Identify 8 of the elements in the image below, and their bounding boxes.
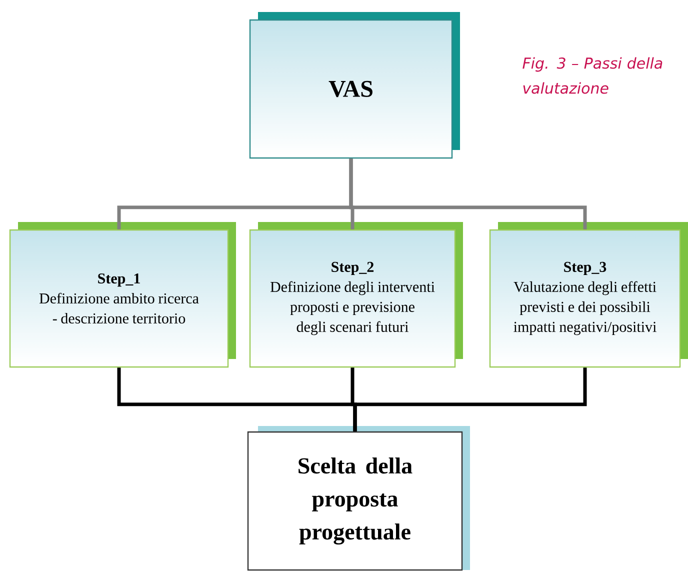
figure-caption: Fig. 3 – Passi della valutazione xyxy=(522,57,662,94)
result-box: Scelta della proposta progettuale xyxy=(247,426,470,571)
title-box: VAS xyxy=(249,12,460,159)
connector-line xyxy=(349,158,587,230)
connector-line xyxy=(353,368,587,432)
step-box: Step_1 Definizione ambito ricerca - descrizione territorio xyxy=(9,222,236,368)
step-box: Step_2 Definizione degli interventi proposti e previsione degli scenari futuri xyxy=(249,222,463,368)
step-box: Step_3 Valutazione degli effetti previsti e dei possibili impatti negativi/positivi xyxy=(489,222,688,368)
